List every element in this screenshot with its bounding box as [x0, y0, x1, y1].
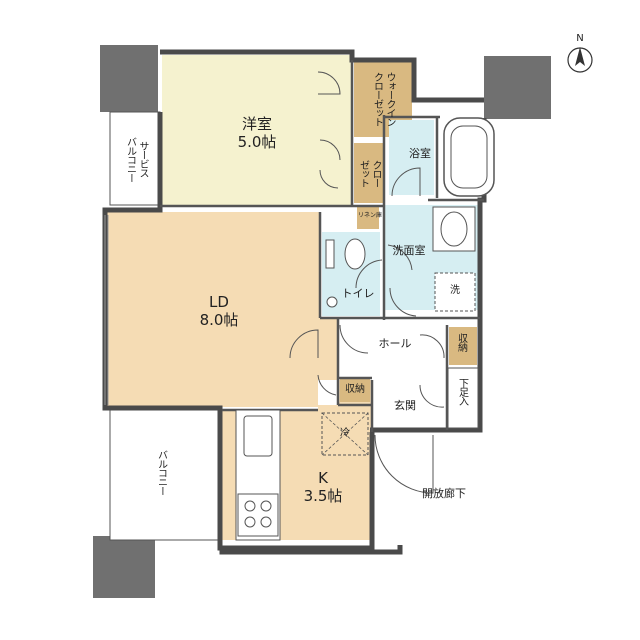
closet-label: クロー ゼット: [355, 146, 383, 201]
ld-size: 8.0帖: [199, 311, 239, 329]
pillar-top-left: [100, 45, 158, 112]
western-room-size: 5.0帖: [237, 133, 277, 151]
toilet-sink: [326, 296, 338, 308]
kitchen-size: 3.5帖: [303, 487, 343, 505]
doors: [289, 71, 445, 494]
ld-name: LD: [209, 293, 229, 311]
toilet-tank: [325, 239, 335, 269]
linen-area: [357, 205, 379, 229]
closet-area: [354, 143, 384, 203]
pillar-bottom-left: [93, 536, 155, 598]
service-balcony-label: サービス バルコニー: [118, 128, 154, 190]
cooktop: [237, 493, 279, 537]
bathtub: [443, 117, 495, 197]
kitchen-name: K: [318, 469, 328, 487]
walk-in-closet-line2: クローゼット: [371, 72, 383, 126]
washer-space: [434, 272, 476, 312]
open-corridor-label: 開放廊下: [422, 487, 466, 500]
entrance-label: 玄関: [394, 399, 416, 412]
balcony-outline: [109, 409, 221, 541]
linen-label: リネン庫: [358, 212, 383, 219]
walk-in-closet-line1: ウォークイン: [384, 72, 395, 126]
shoe-box: [447, 367, 479, 429]
storage-ld-label: 収納: [345, 384, 365, 395]
washbasin: [432, 206, 476, 252]
fridge-space: [321, 412, 369, 456]
bathroom-label: 浴室: [409, 147, 431, 160]
interior-walls: [160, 60, 484, 432]
fridge-label: 冷: [340, 428, 350, 439]
storage-ld-area: [340, 378, 370, 402]
balcony-label: バルコニー: [155, 450, 167, 495]
storage-hall-label: 収納: [455, 333, 467, 351]
kitchen-sink: [243, 415, 273, 457]
closet-line1: クロー: [370, 160, 381, 187]
windows: [104, 215, 109, 405]
toilet-label: トイレ: [341, 287, 375, 300]
pillar-top-right: [484, 56, 551, 119]
hall-label: ホール: [378, 337, 412, 350]
shoe-box-label: 下足入: [456, 378, 468, 405]
toilet-bowl: [344, 238, 366, 270]
compass-label: N: [576, 33, 584, 44]
western-room-area: [162, 55, 352, 205]
bathroom-area: [389, 120, 434, 195]
service-balcony-line1: サービス: [137, 141, 148, 177]
north-arrow-icon: [567, 47, 593, 73]
service-balcony-line2: バルコニー: [124, 136, 136, 182]
closet-line2: ゼット: [357, 160, 369, 187]
washer-label: 洗: [450, 285, 460, 296]
service-balcony-outline: [109, 111, 161, 206]
walk-in-closet-label: ウォークイン クローゼット: [357, 64, 409, 134]
ld-area: [105, 212, 338, 407]
storage-hall-area: [449, 327, 477, 365]
kitchen-counter: [235, 409, 281, 541]
washroom-label: 洗面室: [392, 244, 426, 257]
western-room-name: 洋室: [241, 115, 272, 133]
